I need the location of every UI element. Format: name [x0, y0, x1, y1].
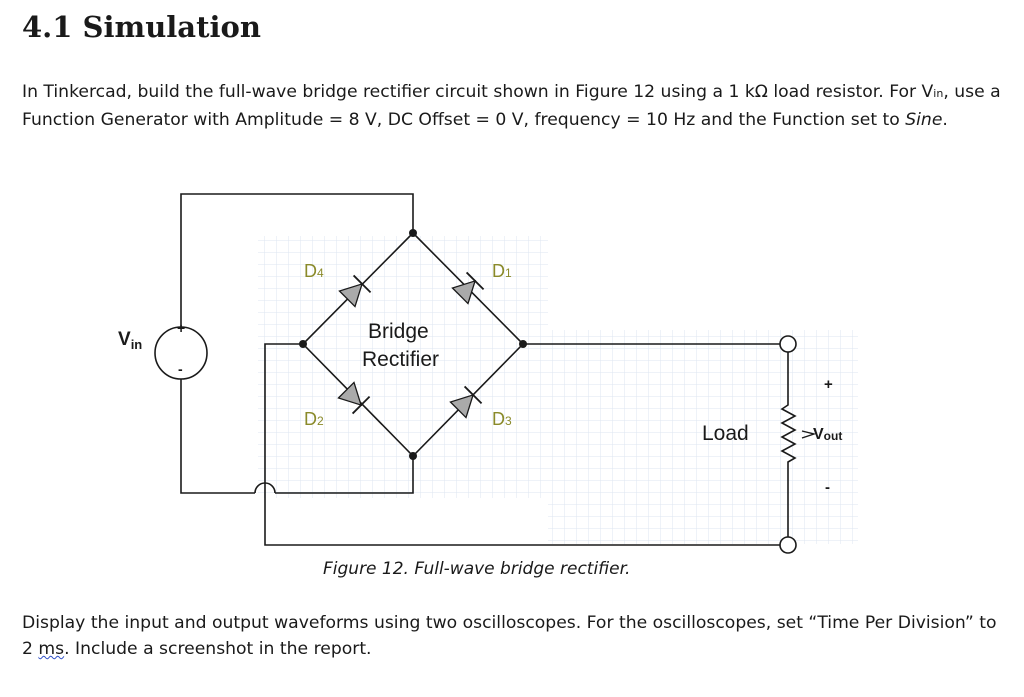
wire-top [180, 193, 414, 330]
diode-d1-label: D1 [492, 261, 512, 281]
closing-paragraph: Display the input and output waveforms u… [22, 610, 1012, 662]
function-generator-icon [154, 326, 208, 380]
intro-vin-subscript: in [933, 87, 944, 100]
intro-end: . [942, 110, 948, 130]
intro-sine: Sine [905, 110, 943, 130]
output-terminal-top [779, 335, 797, 353]
diode-d4-icon [338, 274, 372, 308]
junction-dots [299, 229, 527, 460]
vout-plus-label: + [824, 376, 833, 393]
section-title: 4.1 Simulation [22, 10, 261, 44]
output-terminal-bottom [779, 536, 797, 554]
vout-minus-label: - [825, 479, 830, 496]
intro-text-2: , use a Function Generator with Amplitud… [22, 82, 1001, 130]
source-plus-label: + [177, 320, 185, 336]
vout-arrow-icon [801, 430, 817, 439]
diode-d2-icon [337, 381, 371, 415]
wire-return [264, 343, 785, 546]
diode-d3-icon [449, 385, 483, 419]
closing-ms: ms [38, 639, 65, 659]
bridge-label-line1: Bridge [368, 320, 429, 343]
source-minus-label: - [178, 361, 183, 377]
diode-d3-label: D3 [492, 409, 512, 429]
load-label: Load [702, 422, 749, 445]
figure-caption: Figure 12. Full-wave bridge rectifier. [323, 559, 631, 579]
vin-label: Vin [118, 329, 142, 352]
closing-text-1: Display the input and output waveforms u… [22, 613, 997, 659]
intro-text-1: In Tinkercad, build the full-wave bridge… [22, 82, 934, 102]
diode-d2-label: D2 [304, 409, 324, 429]
diode-d4-label: D4 [304, 261, 324, 281]
load-resistor [780, 352, 797, 537]
closing-text-2: . Include a screenshot in the report. [64, 639, 372, 659]
diode-d1-icon [451, 271, 485, 305]
vout-label: Vout [813, 426, 842, 443]
wire-bottom [275, 456, 414, 494]
wire-bottom-left [180, 377, 255, 494]
bridge-label-line2: Rectifier [362, 348, 439, 371]
intro-paragraph: In Tinkercad, build the full-wave bridge… [22, 79, 1012, 133]
